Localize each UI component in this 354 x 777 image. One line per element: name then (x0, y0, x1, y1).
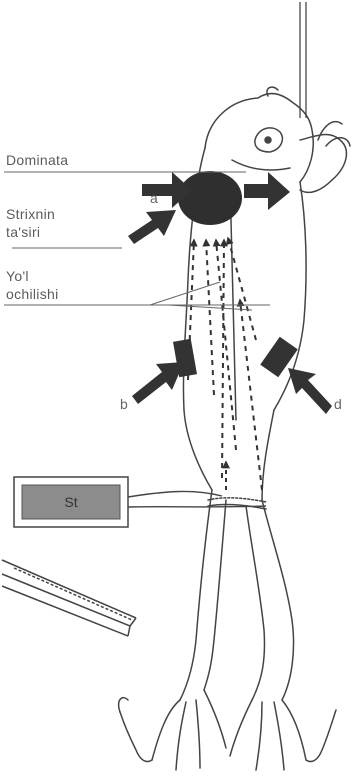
dominant-focus (178, 171, 242, 225)
label-strychnine-line2: ta'siri (6, 224, 40, 241)
suspension-thread (300, 2, 306, 118)
label-pathway-line2: ochilishi (6, 286, 59, 303)
stimulator-label: St (22, 485, 120, 519)
pathway-arrows (188, 238, 262, 490)
label-strychnine-line1: Strixnin (6, 206, 55, 223)
label-pathway-line1: Yo'l (6, 268, 29, 285)
label-dominant: Dominata (6, 152, 68, 169)
marker-a: a (150, 190, 158, 206)
forceps (2, 560, 136, 636)
side-stimuli (132, 337, 332, 414)
marker-b: b (120, 396, 128, 412)
marker-d: d (334, 396, 342, 412)
